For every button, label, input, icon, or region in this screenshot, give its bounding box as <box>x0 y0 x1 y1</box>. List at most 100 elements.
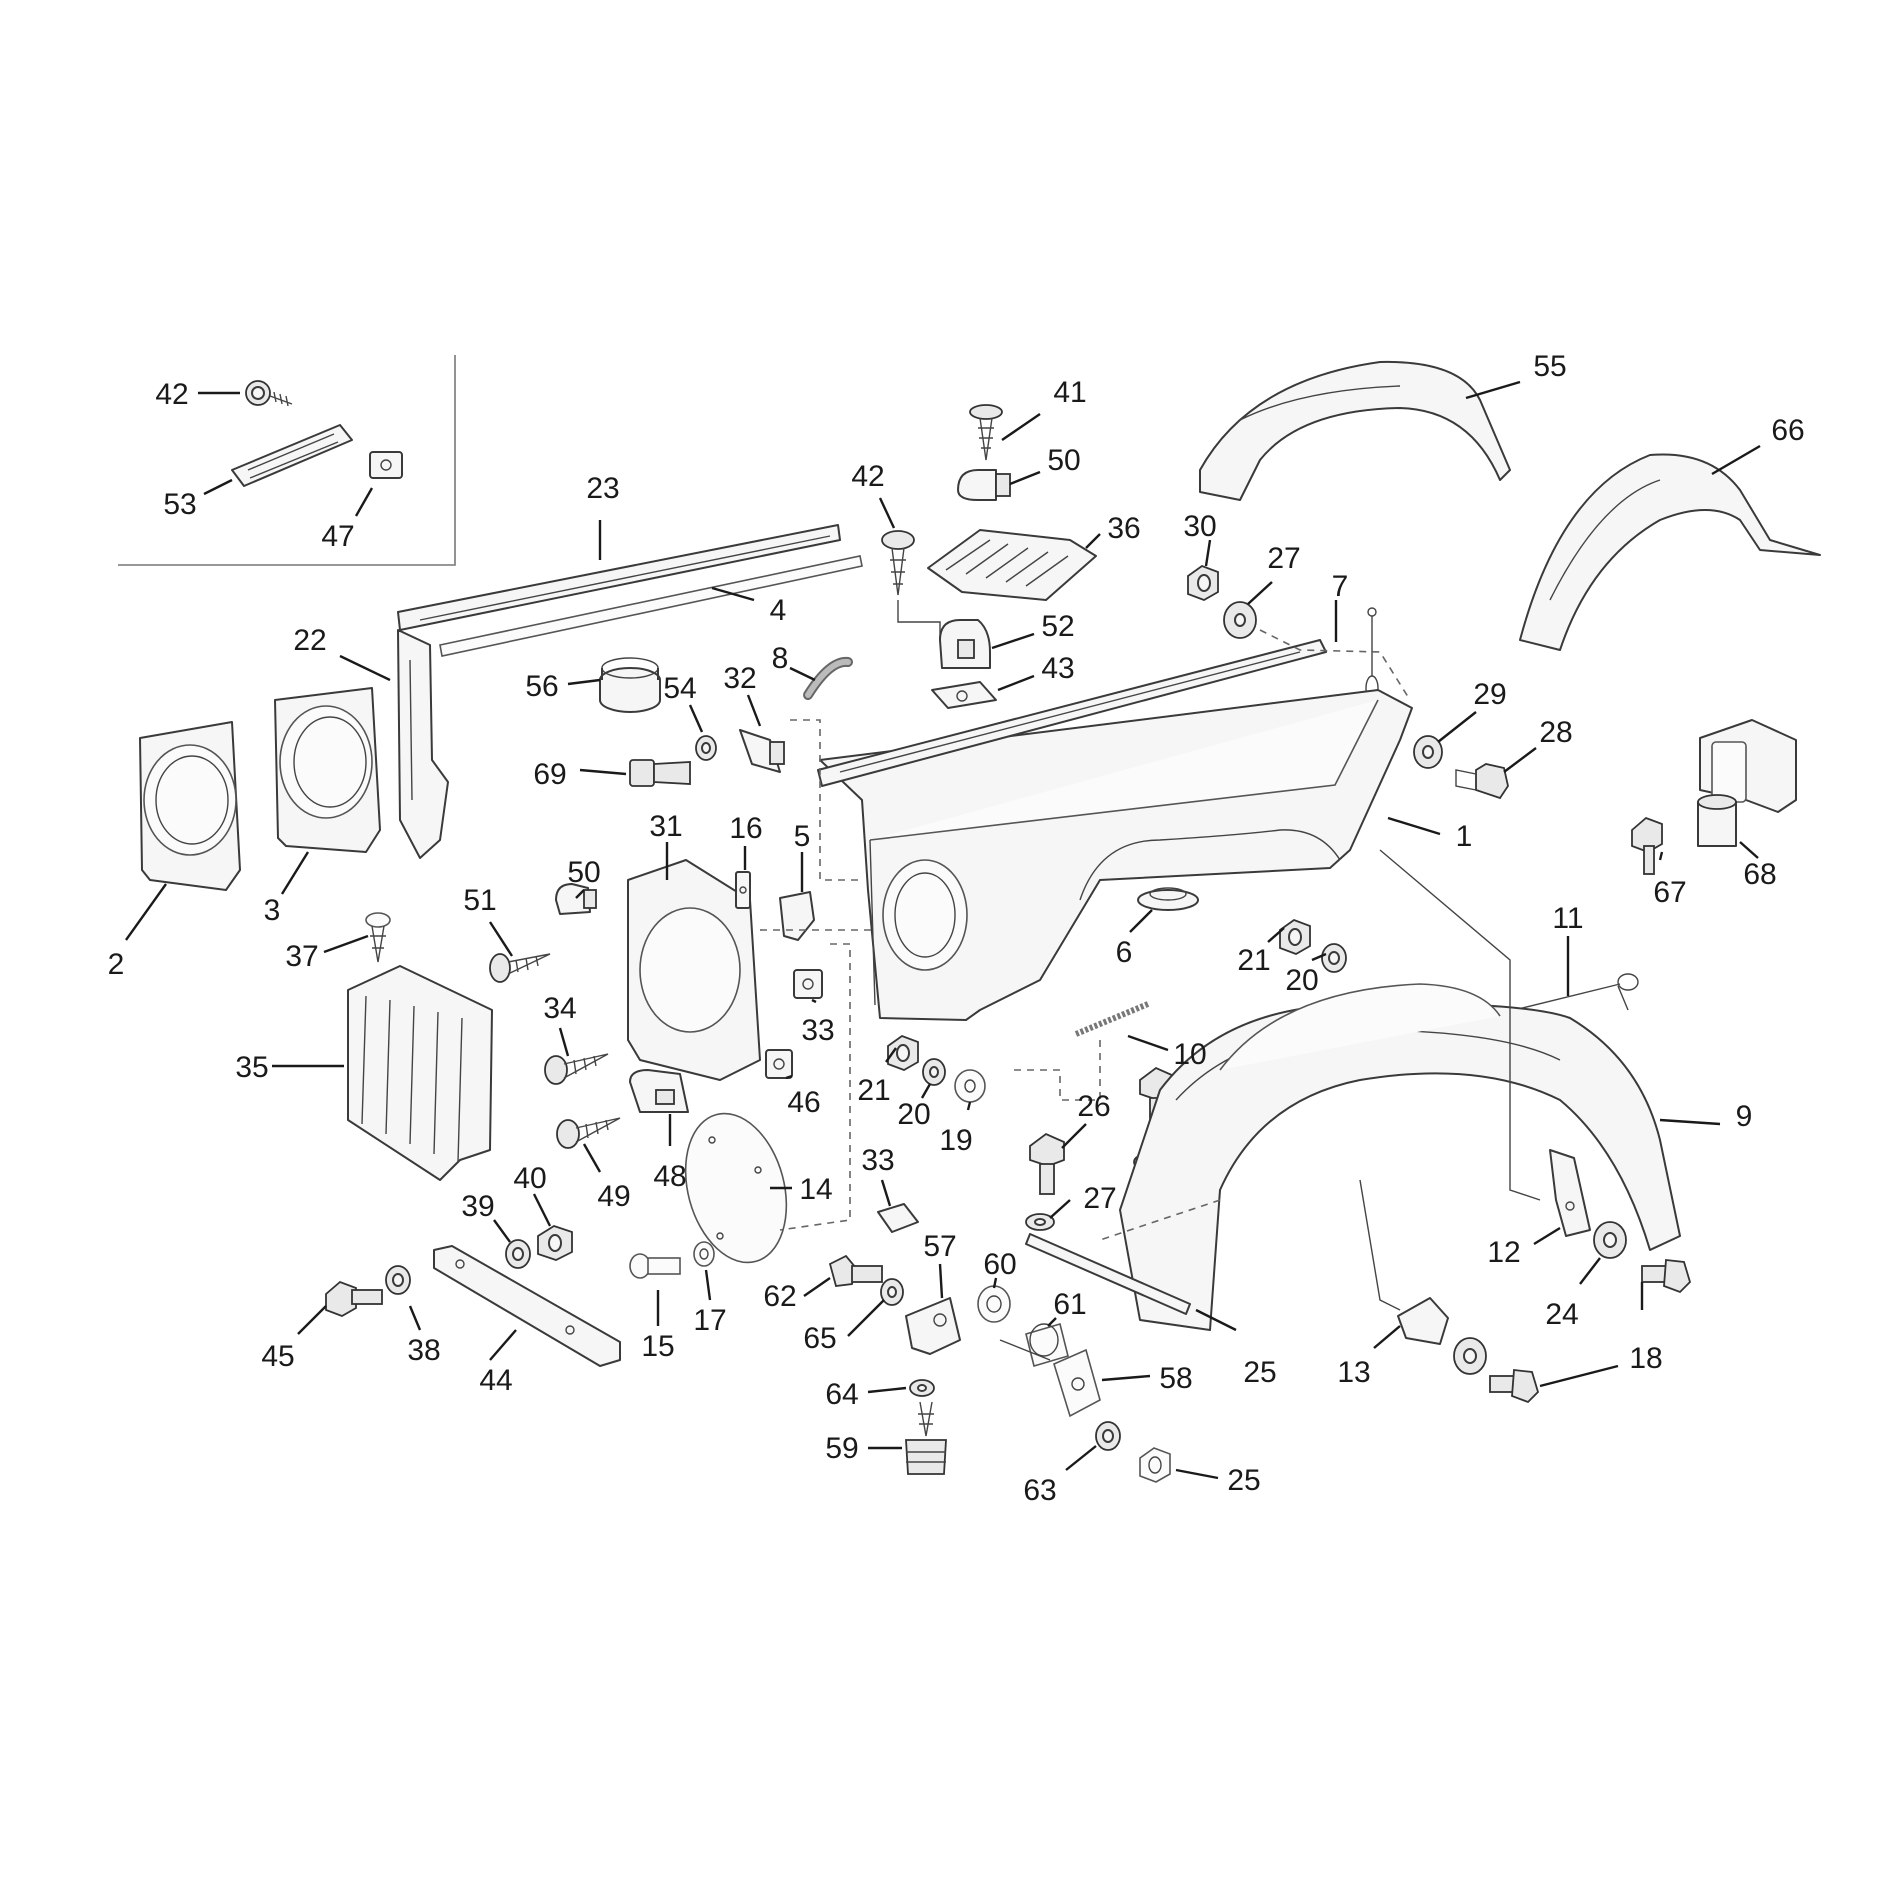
nut-40 <box>537 1225 573 1261</box>
callout-40: 40 <box>513 1162 552 1227</box>
grommet-20-left <box>922 1058 946 1086</box>
svg-text:34: 34 <box>543 992 576 1025</box>
callout-24: 24 <box>1545 1257 1601 1331</box>
strip-10 <box>1074 1001 1150 1037</box>
svg-text:56: 56 <box>525 670 558 703</box>
tab-16 <box>735 871 751 909</box>
bracket-top-right <box>1699 719 1797 813</box>
cover-plate <box>684 1112 788 1264</box>
callout-52: 52 <box>991 610 1075 650</box>
svg-text:8: 8 <box>772 642 789 675</box>
callout-22: 22 <box>293 624 391 682</box>
washer-27-top <box>1223 601 1257 639</box>
svg-text:5: 5 <box>794 820 811 853</box>
svg-text:48: 48 <box>653 1160 686 1193</box>
svg-text:20: 20 <box>897 1098 930 1131</box>
svg-text:6: 6 <box>1116 936 1133 969</box>
washer-19 <box>954 1069 986 1103</box>
callout-67: 67 <box>1653 851 1687 909</box>
svg-text:63: 63 <box>1023 1474 1056 1507</box>
clip-33-lower <box>877 1203 919 1233</box>
callout-16: 16 <box>729 812 763 870</box>
fender-flare <box>1119 983 1681 1331</box>
svg-text:12: 12 <box>1487 1236 1520 1269</box>
callout-53: 53 <box>163 478 233 521</box>
callout-66: 66 <box>1711 414 1805 476</box>
svg-text:32: 32 <box>723 662 756 695</box>
callout-63: 63 <box>1023 1445 1097 1507</box>
strip-25 <box>1025 1233 1191 1315</box>
nut-21-left <box>887 1034 919 1071</box>
svg-text:37: 37 <box>285 940 318 973</box>
washer-29 <box>1413 735 1443 769</box>
svg-text:23: 23 <box>586 472 619 505</box>
svg-text:28: 28 <box>1539 716 1572 749</box>
callout-55: 55 <box>1465 350 1567 400</box>
fender-flange-strip <box>817 639 1327 787</box>
callout-42: 42 <box>851 460 896 529</box>
sleeve-68 <box>1697 794 1737 847</box>
callout-27-top: 27 <box>1247 542 1301 605</box>
svg-text:40: 40 <box>513 1162 546 1195</box>
callout-37: 37 <box>285 934 369 973</box>
washer-54 <box>695 735 717 761</box>
svg-text:30: 30 <box>1183 510 1216 543</box>
callout-20-left: 20 <box>897 1083 932 1131</box>
svg-text:67: 67 <box>1653 876 1686 909</box>
nut-21-right <box>1279 918 1311 955</box>
callout-43: 43 <box>997 652 1075 692</box>
svg-text:58: 58 <box>1159 1362 1192 1395</box>
block-48 <box>629 1069 689 1113</box>
svg-text:44: 44 <box>479 1364 512 1397</box>
callout-42-inset: 42 <box>155 378 240 411</box>
hinge-57 <box>905 1297 961 1355</box>
svg-text:61: 61 <box>1053 1288 1086 1321</box>
bolt-15 <box>629 1253 681 1279</box>
callout-2: 2 <box>108 883 167 981</box>
bushing-61 <box>1025 1322 1069 1368</box>
callout-14: 14 <box>770 1173 833 1206</box>
callout-28: 28 <box>1503 716 1573 773</box>
inner-wheel-arch-66 <box>1519 453 1821 651</box>
svg-text:11: 11 <box>1552 902 1583 935</box>
callout-41: 41 <box>1001 376 1087 441</box>
callout-65: 65 <box>803 1299 885 1355</box>
bolt-28 <box>1455 763 1509 800</box>
svg-text:65: 65 <box>803 1322 836 1355</box>
svg-text:38: 38 <box>407 1334 440 1367</box>
callout-23: 23 <box>586 472 620 560</box>
svg-text:27: 27 <box>1267 542 1300 575</box>
svg-text:66: 66 <box>1771 414 1804 447</box>
washer-17 <box>693 1241 715 1267</box>
callout-61: 61 <box>1047 1288 1087 1327</box>
bracket-13 <box>1397 1297 1449 1345</box>
washer-39 <box>505 1239 531 1269</box>
svg-text:20: 20 <box>1285 964 1318 997</box>
svg-text:25: 25 <box>1243 1356 1276 1389</box>
callout-25-nut: 25 <box>1175 1464 1261 1497</box>
vent-grille <box>927 529 1097 601</box>
screw-37 <box>365 912 391 963</box>
callout-3: 3 <box>264 851 310 927</box>
callout-17: 17 <box>693 1269 727 1337</box>
callout-39: 39 <box>461 1190 511 1243</box>
svg-text:9: 9 <box>1736 1100 1753 1133</box>
fastener-59 <box>905 1401 947 1475</box>
svg-text:33: 33 <box>801 1014 834 1047</box>
callout-60: 60 <box>983 1248 1017 1289</box>
nut-30 <box>1187 564 1219 601</box>
screw-41 <box>969 404 1003 461</box>
headlamp-housing-left <box>139 721 241 891</box>
callout-12: 12 <box>1487 1226 1561 1269</box>
svg-text:16: 16 <box>729 812 762 845</box>
cap-6 <box>1137 887 1199 911</box>
callout-21-right: 21 <box>1237 927 1285 977</box>
callout-31: 31 <box>649 810 683 880</box>
bolt-18-lower <box>1489 1369 1540 1404</box>
washer-38 <box>385 1265 411 1295</box>
svg-text:3: 3 <box>264 894 281 927</box>
bolt-62 <box>828 1254 883 1287</box>
clip-43 <box>931 681 997 709</box>
svg-text:14: 14 <box>799 1173 832 1206</box>
inset-clip <box>369 451 403 479</box>
